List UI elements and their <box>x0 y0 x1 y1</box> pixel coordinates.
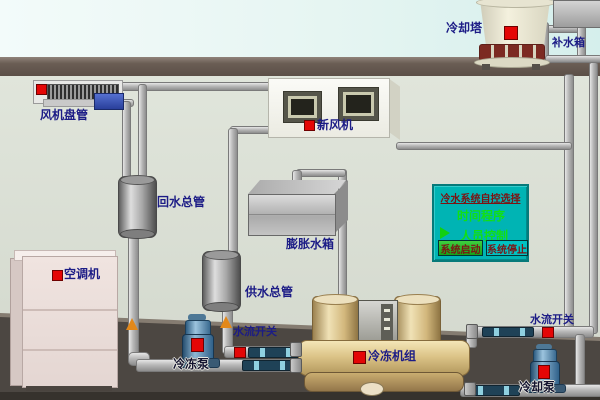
fan-coil-label: 风机盘管 <box>40 108 89 122</box>
vent-core <box>288 96 317 118</box>
cooling-water-pump <box>524 344 566 394</box>
pipe <box>575 334 585 390</box>
pump-base <box>178 358 220 368</box>
chilled-pump-label: 冷冻泵 <box>173 357 210 371</box>
pump-base <box>526 384 566 393</box>
tank-seam <box>249 214 335 215</box>
chilled-water-pump <box>176 314 220 370</box>
pipe <box>296 169 346 177</box>
selection-arrow-icon <box>440 227 450 239</box>
tower-leg <box>482 64 490 70</box>
cabinet-foot <box>26 386 112 391</box>
return-header <box>118 175 157 239</box>
tower-leg <box>532 64 540 70</box>
system-stop-button[interactable]: 系统停止 <box>486 240 528 256</box>
supply-header-label: 供水总管 <box>245 285 294 299</box>
vent <box>283 91 322 123</box>
pipe <box>122 101 131 181</box>
expansion-tank-label: 膨胀水箱 <box>286 237 335 251</box>
tank-top <box>248 180 346 194</box>
flow-arrow-up-icon <box>126 318 138 330</box>
fresh-air-label: 新风机 <box>317 118 354 132</box>
tower-basin <box>474 57 550 68</box>
chiller-lower-tube <box>304 372 464 392</box>
cabinet-seam <box>23 349 117 351</box>
fan-coil-unit <box>33 80 125 110</box>
supply-header <box>202 250 241 312</box>
fresh-air-unit <box>268 76 400 140</box>
air-handler-label: 空调机 <box>64 267 101 281</box>
status-indicator <box>542 327 554 338</box>
cooling-tower-label: 冷却塔 <box>446 21 483 35</box>
return-header-label: 回水总管 <box>157 195 206 209</box>
status-indicator <box>304 120 315 131</box>
pipe-flange <box>466 324 478 339</box>
status-indicator <box>538 365 550 379</box>
status-indicator <box>234 347 246 358</box>
pipe <box>228 128 238 256</box>
chiller-label: 冷冻机组 <box>368 349 417 363</box>
tank-front <box>248 194 336 236</box>
makeup-tank-label: 补水箱 <box>552 36 585 49</box>
status-indicator <box>52 270 63 281</box>
chiller-control-box <box>358 300 398 347</box>
header-cap <box>204 302 239 312</box>
pipe-flange <box>290 342 302 357</box>
cylinder-top <box>395 294 440 305</box>
cooling-pump-label: 冷却泵 <box>519 380 556 394</box>
pipe <box>396 142 572 150</box>
header-cap <box>120 175 155 185</box>
system-start-button[interactable]: 系统启动 <box>438 240 483 256</box>
pump-cap <box>536 344 552 350</box>
flow-arrow-up-icon <box>220 316 232 328</box>
chiller-unit <box>288 290 478 398</box>
air-handler-cabinet <box>10 248 118 392</box>
status-indicator <box>36 84 47 95</box>
status-indicator <box>504 26 518 40</box>
control-panel: 冷水系统自控选择 时间程序 人员控制 系统启动 系统停止 <box>432 184 529 262</box>
cabinet-seam <box>23 309 117 311</box>
option-time-program[interactable]: 时间程序 <box>457 209 506 223</box>
status-indicator <box>353 351 366 364</box>
flow-switch-right-label: 水流开关 <box>530 313 574 326</box>
flow-switch-left-label: 水流开关 <box>233 325 277 338</box>
fan-coil-valve <box>94 93 124 110</box>
vent-core <box>343 92 374 116</box>
floor-shadow <box>0 392 600 400</box>
pipe-flange <box>464 382 476 396</box>
wall-beam <box>0 57 600 76</box>
chiller-dome <box>360 382 384 396</box>
status-indicator <box>191 338 204 352</box>
tank-side <box>334 180 348 234</box>
chiller-shell <box>298 340 470 376</box>
pipe-flange <box>290 358 302 373</box>
cooling-tower <box>470 0 560 70</box>
cabinet-front <box>22 256 118 388</box>
header-cap <box>204 250 239 260</box>
pump-cap <box>188 314 206 321</box>
pipe <box>128 232 139 358</box>
fresh-air-side <box>388 78 400 140</box>
chiller-cylinder <box>394 294 441 346</box>
header-cap <box>120 229 155 239</box>
option-manual-control[interactable]: 人员控制 <box>460 229 509 243</box>
expansion-tank <box>246 178 350 238</box>
flow-switch-sensor <box>482 327 534 337</box>
makeup-tank <box>553 0 600 28</box>
cylinder-top <box>313 294 358 305</box>
pipe <box>564 74 574 334</box>
vent <box>338 87 379 121</box>
pipe <box>589 62 598 334</box>
pipe <box>138 84 147 181</box>
control-panel-title: 冷水系统自控选择 <box>440 194 521 205</box>
chiller-cylinder <box>312 294 359 346</box>
chiller-control-display <box>381 304 393 342</box>
